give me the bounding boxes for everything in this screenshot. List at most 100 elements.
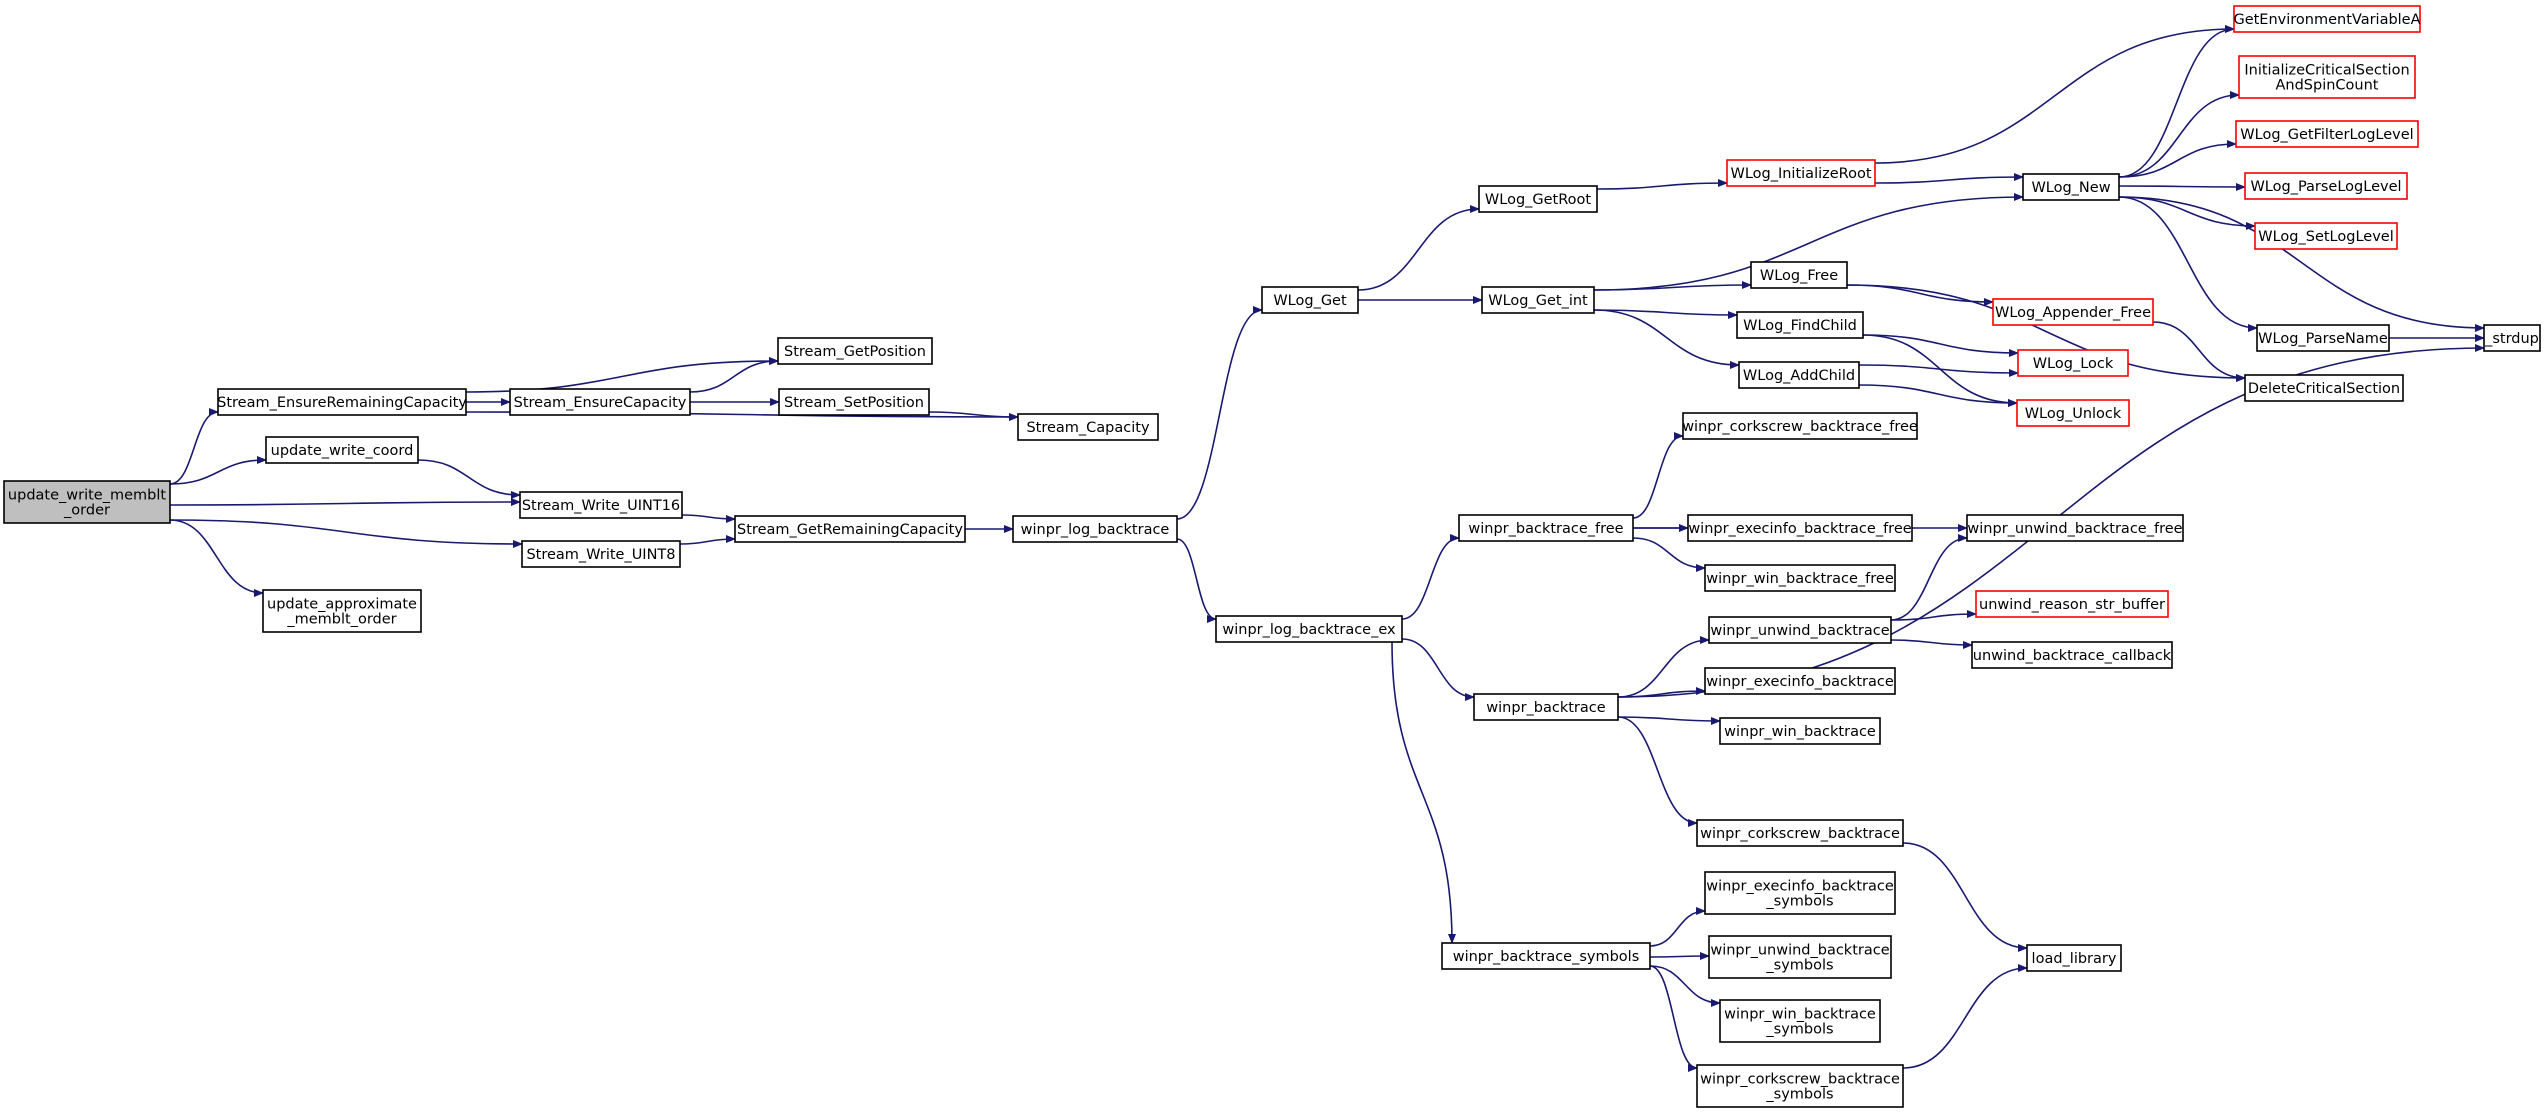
node-winpr_unwind_backtrace_free[interactable]: winpr_unwind_backtrace_free	[1966, 514, 2184, 542]
node-Stream_EnsureCapacity[interactable]: Stream_EnsureCapacity	[509, 388, 691, 416]
edge-update_write_coord-to-Stream_Write_UINT16	[417, 459, 521, 499]
node-label: Stream_SetPosition	[784, 395, 924, 411]
edge-WLog_Free-to-DeleteCriticalSection	[1846, 284, 2246, 382]
node-Stream_Write_UINT8[interactable]: Stream_Write_UINT8	[521, 540, 681, 568]
edge-winpr_log_backtrace-to-WLog_Get	[1176, 306, 1263, 520]
node-box	[509, 388, 691, 416]
edge-WLog_Get_int-to-WLog_FindChild	[1593, 309, 1738, 319]
node-WLog_AddChild[interactable]: WLog_AddChild	[1738, 361, 1860, 389]
node-WLog_Lock[interactable]: WLog_Lock	[2017, 349, 2129, 377]
node-winpr_log_backtrace_ex[interactable]: winpr_log_backtrace_ex	[1215, 615, 1403, 643]
node-winpr_corkscrew_backtrace_free[interactable]: winpr_corkscrew_backtrace_free	[1682, 412, 1918, 440]
node-Stream_Capacity[interactable]: Stream_Capacity	[1017, 413, 1159, 441]
node-winpr_unwind_backtrace_symbols[interactable]: winpr_unwind_backtrace_symbols	[1708, 935, 1892, 979]
node-WLog_ParseLogLevel[interactable]: WLog_ParseLogLevel	[2244, 172, 2408, 200]
node-Stream_GetRemainingCapacity[interactable]: Stream_GetRemainingCapacity	[734, 515, 966, 543]
node-winpr_corkscrew_backtrace[interactable]: winpr_corkscrew_backtrace	[1696, 819, 1904, 847]
node-box	[2233, 5, 2421, 33]
node-box	[2483, 324, 2541, 352]
node-label: Stream_Write_UINT8	[526, 547, 675, 563]
node-winpr_execinfo_backtrace_free[interactable]: winpr_execinfo_backtrace_free	[1687, 514, 1913, 542]
node-winpr_corkscrew_backtrace_symbols[interactable]: winpr_corkscrew_backtrace_symbols	[1696, 1064, 1904, 1108]
node-label: Stream_Write_UINT16	[522, 498, 680, 514]
edge-WLog_Get_int-to-WLog_AddChild	[1593, 309, 1740, 369]
node-box	[1215, 615, 1403, 643]
node-WLog_Free[interactable]: WLog_Free	[1750, 261, 1848, 289]
node-label: winpr_log_backtrace_ex	[1222, 622, 1396, 638]
node-label: winpr_backtrace_symbols	[1453, 949, 1640, 965]
edge-WLog_GetRoot-to-WLog_InitializeRoot	[1596, 179, 1728, 190]
node-label: WLog_Unlock	[2025, 406, 2122, 422]
node-WLog_GetRoot[interactable]: WLog_GetRoot	[1478, 185, 1598, 213]
node-Stream_SetPosition[interactable]: Stream_SetPosition	[778, 388, 930, 416]
node-label: _order	[63, 503, 110, 519]
node-box	[217, 388, 467, 416]
node-update_write_coord[interactable]: update_write_coord	[265, 436, 419, 464]
node-winpr_execinfo_backtrace_symbols[interactable]: winpr_execinfo_backtrace_symbols	[1704, 871, 1896, 915]
node-label: WLog_FindChild	[1743, 318, 1857, 334]
node-box	[1726, 159, 1876, 187]
node-WLog_Get[interactable]: WLog_Get	[1261, 286, 1359, 314]
node-Stream_Write_UINT16[interactable]: Stream_Write_UINT16	[519, 491, 683, 519]
node-update_write_memblt_order[interactable]: update_write_memblt_order	[3, 480, 171, 524]
edge-WLog_Get-to-WLog_GetRoot	[1357, 205, 1480, 291]
node-Stream_GetPosition[interactable]: Stream_GetPosition	[777, 337, 933, 365]
node-WLog_Get_int[interactable]: WLog_Get_int	[1481, 286, 1595, 314]
node-WLog_InitializeRoot[interactable]: WLog_InitializeRoot	[1726, 159, 1876, 187]
node-label: WLog_Free	[1760, 268, 1838, 284]
edge-update_write_memblt_order-to-update_write_coord	[169, 456, 267, 485]
node-label: WLog_GetRoot	[1485, 192, 1591, 208]
node-update_approximate_memblt_order[interactable]: update_approximate_memblt_order	[262, 589, 422, 633]
node-box	[1261, 286, 1359, 314]
node-WLog_Unlock[interactable]: WLog_Unlock	[2016, 399, 2130, 427]
node-label: winpr_log_backtrace	[1021, 522, 1170, 538]
edge-winpr_backtrace_free-to-winpr_corkscrew_backtrace_free	[1632, 432, 1684, 519]
node-WLog_ParseName[interactable]: WLog_ParseName	[2256, 324, 2390, 352]
edge-Stream_SetPosition-to-Stream_Capacity	[928, 411, 1019, 421]
node-unwind_reason_str_buffer[interactable]: unwind_reason_str_buffer	[1975, 590, 2169, 618]
edge-WLog_FindChild-to-WLog_Lock	[1862, 334, 2019, 357]
edge-winpr_unwind_backtrace-to-winpr_unwind_backtrace_free	[1890, 534, 1968, 621]
edge-Stream_EnsureRemainingCapacity-to-Stream_GetPosition	[465, 357, 779, 393]
node-winpr_backtrace_free[interactable]: winpr_backtrace_free	[1458, 514, 1634, 542]
node-box	[1708, 935, 1892, 979]
node-DeleteCriticalSection[interactable]: DeleteCriticalSection	[2244, 374, 2404, 402]
node-winpr_backtrace_symbols[interactable]: winpr_backtrace_symbols	[1441, 942, 1651, 970]
node-label: _memblt_order	[286, 612, 396, 628]
node-winpr_win_backtrace_free[interactable]: winpr_win_backtrace_free	[1704, 564, 1896, 592]
node-label: WLog_Get	[1273, 293, 1347, 309]
node-winpr_unwind_backtrace[interactable]: winpr_unwind_backtrace	[1708, 616, 1892, 644]
node-load_library[interactable]: load_library	[2026, 944, 2122, 972]
node-WLog_FindChild[interactable]: WLog_FindChild	[1736, 311, 1864, 339]
node-Stream_EnsureRemainingCapacity[interactable]: Stream_EnsureRemainingCapacity	[217, 388, 467, 416]
node-winpr_win_backtrace_symbols[interactable]: winpr_win_backtrace_symbols	[1719, 999, 1881, 1043]
node-WLog_New[interactable]: WLog_New	[2022, 173, 2120, 201]
node-WLog_GetFilterLogLevel[interactable]: WLog_GetFilterLogLevel	[2235, 120, 2419, 148]
edge-WLog_Free-to-WLog_Appender_Free	[1846, 284, 1994, 306]
node-winpr_execinfo_backtrace[interactable]: winpr_execinfo_backtrace	[1704, 667, 1896, 695]
edge-winpr_log_backtrace_ex-to-winpr_backtrace_free	[1401, 534, 1460, 620]
node-winpr_backtrace[interactable]: winpr_backtrace	[1473, 693, 1619, 721]
node-box	[262, 589, 422, 633]
node-winpr_win_backtrace[interactable]: winpr_win_backtrace	[1719, 717, 1881, 745]
node-box	[1696, 1064, 1904, 1108]
edge-layer	[169, 25, 2485, 1072]
node-unwind_backtrace_callback[interactable]: unwind_backtrace_callback	[1971, 641, 2173, 669]
edge-WLog_New-to-InitializeCriticalSectionAndSpinCount	[2118, 91, 2240, 178]
edge-winpr_backtrace-to-winpr_corkscrew_backtrace	[1617, 716, 1698, 827]
node-GetEnvironmentVariableA[interactable]: GetEnvironmentVariableA	[2233, 5, 2421, 33]
node-label: winpr_win_backtrace_free	[1706, 571, 1894, 587]
node-WLog_SetLogLevel[interactable]: WLog_SetLogLevel	[2254, 222, 2398, 250]
node-box	[2254, 222, 2398, 250]
node-label: winpr_win_backtrace	[1724, 724, 1876, 740]
node-_strdup[interactable]: _strdup	[2483, 324, 2541, 352]
node-WLog_Appender_Free[interactable]: WLog_Appender_Free	[1992, 298, 2154, 326]
node-label: WLog_InitializeRoot	[1730, 166, 1871, 182]
node-winpr_log_backtrace[interactable]: winpr_log_backtrace	[1012, 515, 1178, 543]
node-label: WLog_GetFilterLogLevel	[2240, 127, 2413, 143]
node-label: WLog_AddChild	[1743, 368, 1855, 384]
node-label: update_approximate	[267, 597, 417, 613]
node-box	[1719, 717, 1881, 745]
node-box	[521, 540, 681, 568]
